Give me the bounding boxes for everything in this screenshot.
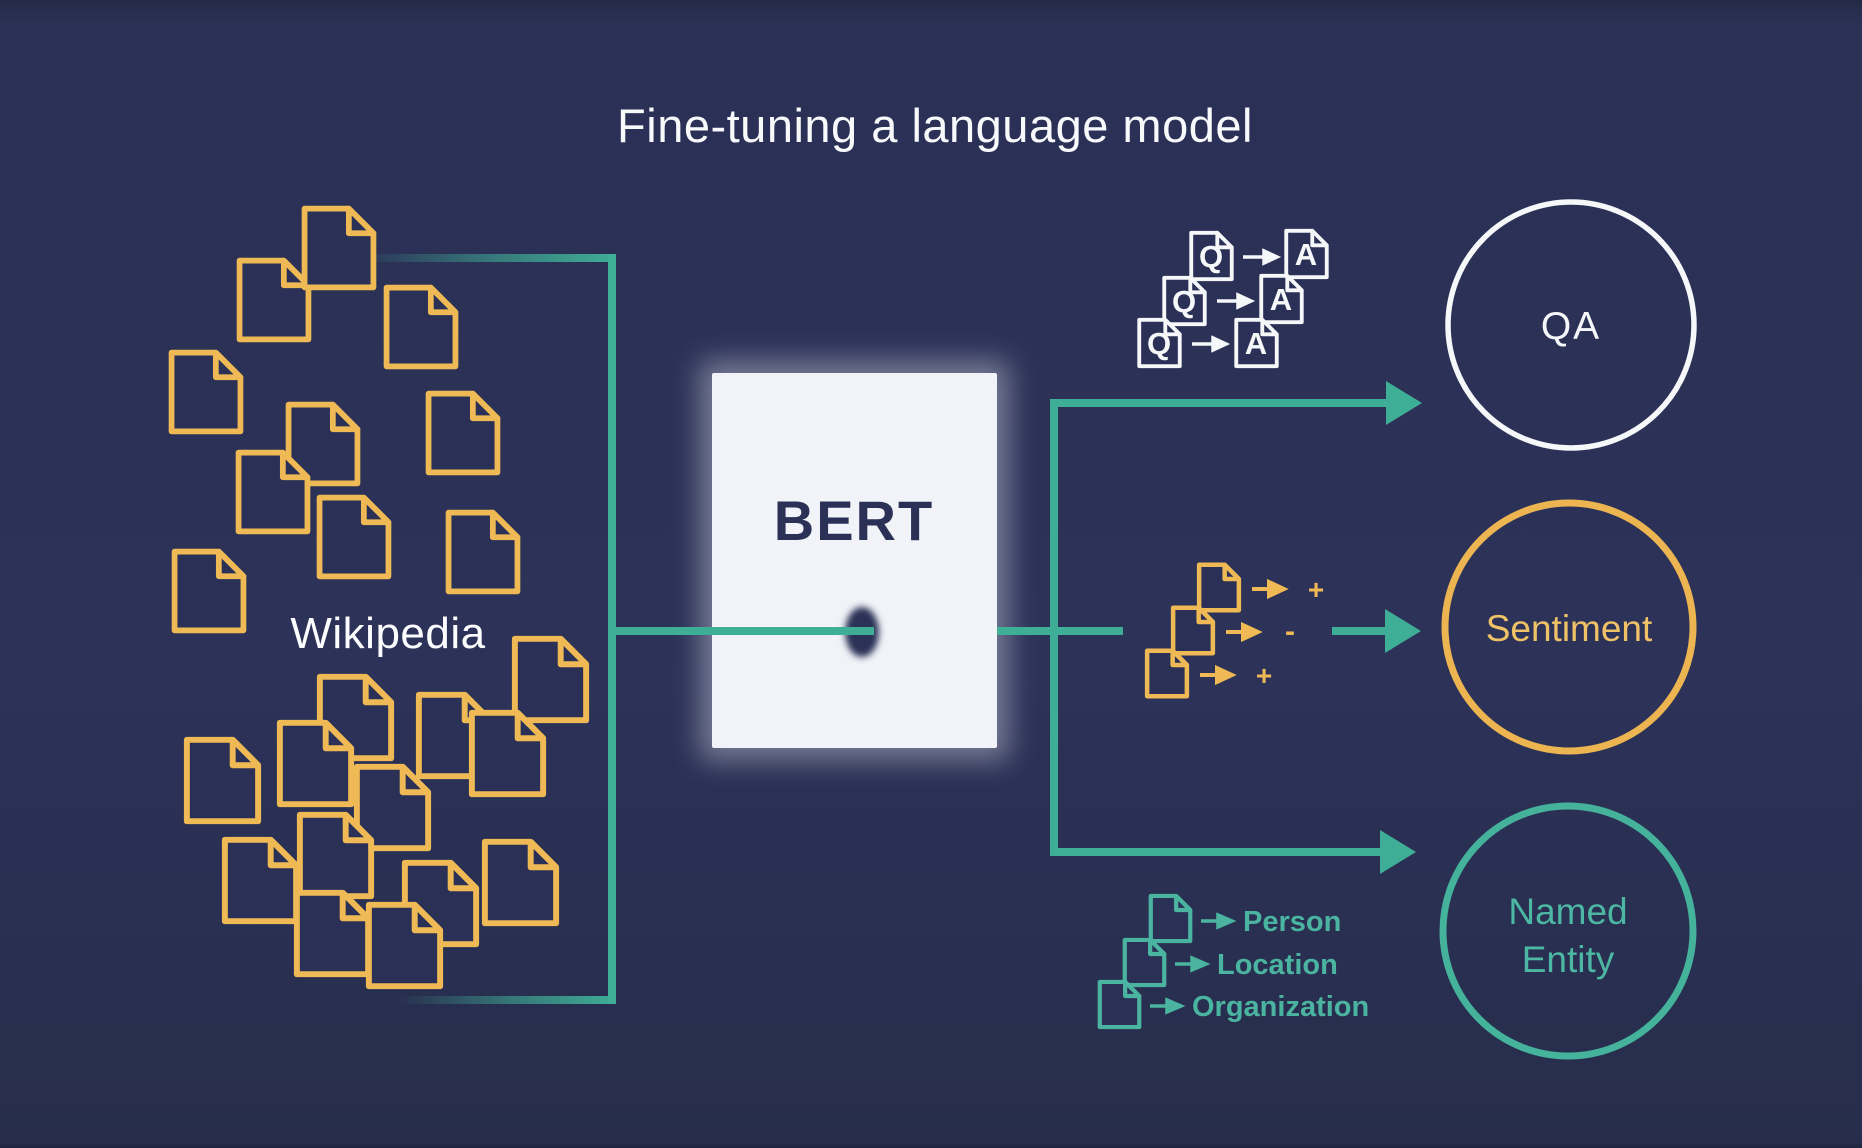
qa-task-circle <box>1445 199 1697 451</box>
document-icon <box>484 841 557 924</box>
arrow-head <box>1267 578 1289 600</box>
sentiment-task-label: Sentiment <box>1486 608 1653 649</box>
arrow-head <box>1190 955 1211 973</box>
document-icon <box>1146 650 1188 697</box>
entity-organization-label: Organization <box>1192 991 1369 1023</box>
document-icon <box>514 638 587 721</box>
sentiment-task-examples: + - + <box>1146 564 1324 697</box>
document-icon <box>239 260 309 340</box>
document-icon <box>1124 939 1165 986</box>
document-icon <box>304 208 374 288</box>
arrow-head <box>1215 664 1237 686</box>
model-box <box>712 373 997 748</box>
document-icon <box>319 497 389 577</box>
document-icon <box>279 722 352 805</box>
sentiment-positive-label: + <box>1308 574 1324 605</box>
arrow-head <box>1165 997 1186 1015</box>
sentiment-positive-label: + <box>1256 660 1272 691</box>
document-icon <box>368 904 441 987</box>
qa-task-examples: Q A Q A Q A <box>1139 230 1327 367</box>
arrow-right-icon <box>1380 830 1416 874</box>
model-to-tasks-connector <box>997 381 1422 874</box>
document-icon <box>299 814 372 897</box>
wikipedia-label: Wikipedia <box>290 609 485 658</box>
document-icon <box>238 452 308 532</box>
q-letter: Q <box>1172 284 1196 319</box>
document-icon <box>1172 607 1214 654</box>
a-letter: A <box>1295 237 1317 272</box>
named-entity-task-label-line2: Entity <box>1522 939 1615 980</box>
entity-person-label: Person <box>1243 906 1341 938</box>
a-letter: A <box>1245 326 1267 361</box>
ner-task-examples: Person Location Organization <box>1099 895 1369 1028</box>
q-letter: Q <box>1199 239 1223 274</box>
arrow-right-icon <box>1385 609 1421 653</box>
document-icon <box>1099 981 1140 1028</box>
arrow-head <box>1262 248 1282 266</box>
sentiment-task-circle <box>1441 499 1697 755</box>
model-label: BERT <box>774 489 934 552</box>
entity-location-label: Location <box>1217 949 1338 981</box>
page-title: Fine-tuning a language model <box>617 99 1253 152</box>
document-icon <box>186 739 259 822</box>
arrow-head <box>1216 912 1237 930</box>
document-icon <box>174 551 244 631</box>
document-icon <box>296 892 369 975</box>
bert-model: BERT <box>612 361 1009 760</box>
document-icon <box>1198 564 1240 611</box>
q-letter: Q <box>1147 326 1171 361</box>
document-icon <box>171 352 241 432</box>
arrow-right-icon <box>1386 381 1422 425</box>
document-icon <box>224 839 297 922</box>
document-icon <box>471 712 544 795</box>
sentiment-negative-label: - <box>1285 615 1295 648</box>
task-circles: QA Sentiment Named Entity <box>1439 199 1697 1060</box>
arrow-head <box>1211 335 1231 353</box>
qa-task-label: QA <box>1541 305 1601 348</box>
arrow-head <box>1236 292 1256 310</box>
a-letter: A <box>1270 282 1292 317</box>
named-entity-task-label-line1: Named <box>1508 891 1627 932</box>
document-icon <box>1150 895 1191 942</box>
named-entity-task-circle <box>1439 802 1697 1060</box>
document-icon <box>386 287 456 367</box>
arrow-head <box>1241 621 1263 643</box>
document-icon <box>448 512 518 592</box>
document-icon <box>428 393 498 473</box>
